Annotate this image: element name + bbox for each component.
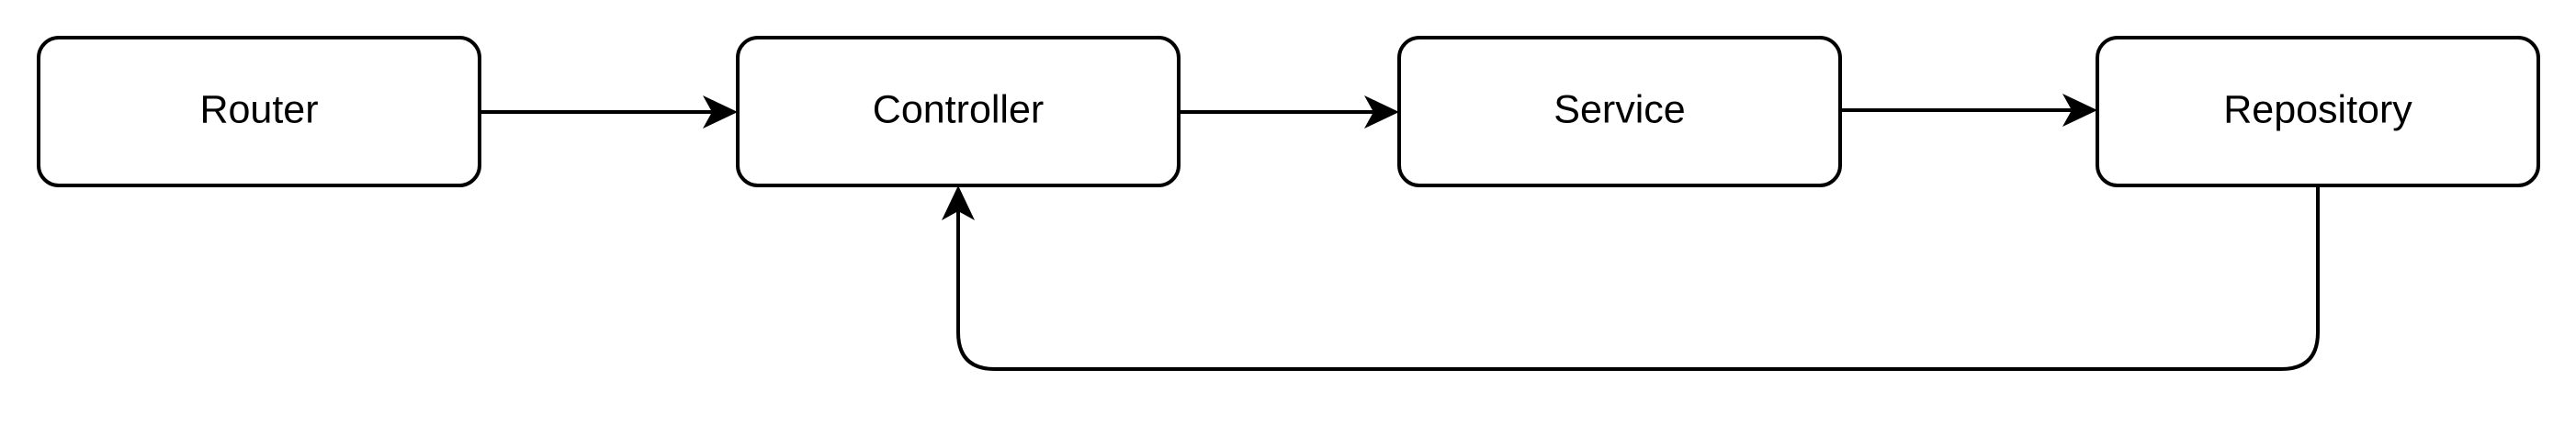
edge-repository-to-controller [942, 185, 2320, 371]
node-label: Controller [873, 87, 1044, 131]
node-box [1397, 36, 1842, 187]
edges [480, 94, 2320, 371]
arrowhead-icon [942, 185, 975, 220]
node-label: Repository [2223, 87, 2412, 131]
node-controller[interactable]: Controller [736, 36, 1181, 187]
arrowhead-icon [2062, 94, 2097, 127]
node-label: Service [1554, 87, 1685, 131]
arrowhead-icon [703, 95, 738, 129]
node-label: Router [199, 87, 318, 131]
edge-router-to-controller [480, 95, 738, 129]
edge-controller-to-service [1179, 95, 1399, 129]
node-repository[interactable]: Repository [2096, 36, 2540, 187]
edge-line [956, 185, 2320, 371]
arrowhead-icon [1364, 95, 1399, 129]
node-box [2096, 36, 2540, 187]
node-service[interactable]: Service [1397, 36, 1842, 187]
edge-service-to-repository [1840, 94, 2097, 127]
node-box [736, 36, 1181, 187]
node-router[interactable]: Router [37, 36, 481, 187]
node-box [37, 36, 481, 187]
